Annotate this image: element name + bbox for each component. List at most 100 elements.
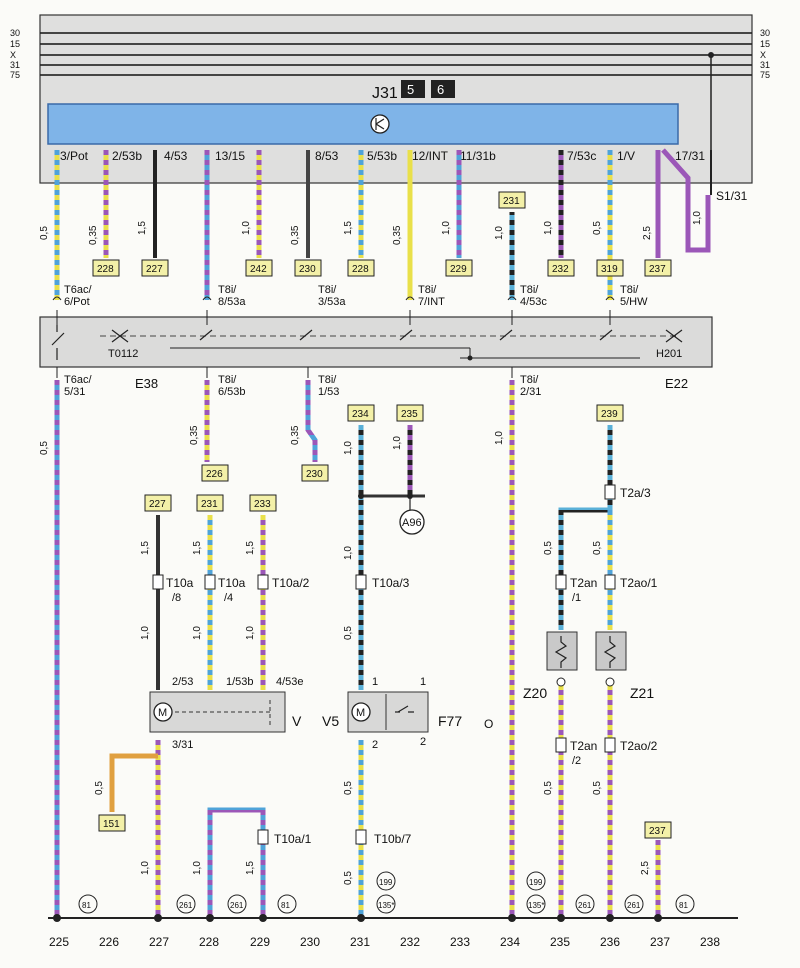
bus-label-l3: X (10, 50, 16, 60)
ref-circle-3: 261 (230, 901, 244, 910)
column-number: 232 (400, 935, 420, 949)
connector-4b: 7/INT (418, 296, 445, 308)
connector-2: T8i/ (218, 284, 237, 296)
gauge-13: 1,0 (692, 211, 703, 225)
connector-8b: 6/53b (218, 386, 246, 398)
v5-pin-2: 2 (372, 739, 378, 751)
motor-pin-3: 4/53e (276, 676, 304, 688)
gauge-15: 0,35 (189, 425, 200, 445)
bus-label-l2: 15 (10, 39, 20, 49)
o-mark: O (484, 717, 493, 731)
column-number: 226 (99, 935, 119, 949)
ref-box-6: 229 (450, 264, 467, 275)
ref-circle-5: 199 (379, 878, 393, 887)
component-f77: F77 (438, 713, 462, 729)
ref-box-17: 231 (201, 499, 218, 510)
bus-label-r5: 75 (760, 70, 770, 80)
f77-pin-1: 1 (420, 676, 426, 688)
component-a96: A96 (402, 517, 422, 529)
ref-box-20: 237 (649, 826, 666, 837)
lamp-right-icon (665, 329, 683, 343)
ref-circle-6: 135* (378, 901, 394, 910)
motor-v5: 1 M 1 2 V5 F77 2 O (322, 676, 493, 751)
pin-label-5: 8/53 (315, 149, 339, 163)
connector-10: T8i/ (520, 374, 539, 386)
ref-box-12: 230 (306, 469, 323, 480)
gauge-12: 2,5 (642, 226, 653, 240)
plug-icon (604, 484, 616, 500)
gauge-5: 0,35 (290, 225, 301, 245)
connector-7b: 5/31 (64, 386, 85, 398)
upper-connectors: T6ac/ 6/Pot T8i/ 8/53a T8i/ 3/53a T8i/ 7… (52, 284, 648, 308)
component-z20: Z20 (523, 685, 547, 701)
pin-label-10: 1/V (617, 149, 635, 163)
upper-gauges: 0,5 0,35 1,5 1,0 0,35 1,5 0,35 1,0 1,0 1… (39, 211, 703, 245)
column-number: 233 (450, 935, 470, 949)
plug-t2: T10a (218, 576, 246, 590)
ref-circle-1: 81 (82, 901, 91, 910)
gauge-14: 0,5 (39, 441, 50, 455)
connector-10b: 2/31 (520, 386, 541, 398)
gauge-22: 1,5 (245, 541, 256, 555)
pin-label-8: 11/31b (460, 149, 496, 163)
ref-box-15: 239 (601, 409, 618, 420)
gauge-33: 1,0 (140, 861, 151, 875)
connector-6: T8i/ (620, 284, 639, 296)
plug-t1b: /8 (172, 592, 181, 604)
ref-box-2: 227 (146, 264, 163, 275)
connector-5b: 4/53c (520, 296, 547, 308)
junction-a96: A96 (358, 493, 425, 535)
pin-label-1: 3/Pot (60, 149, 89, 163)
pin-label-4: 13/15 (215, 149, 245, 163)
gauge-17: 1,0 (343, 441, 354, 455)
plug-t11: T10b/7 (374, 832, 412, 846)
column-numbers: 225 226 227 228 229 230 231 232 233 234 … (49, 935, 720, 949)
ref-box-14: 235 (401, 409, 418, 420)
gauge-2: 0,35 (88, 225, 99, 245)
gauge-25: 1,0 (192, 626, 203, 640)
plug-icon (555, 737, 567, 753)
component-e22: E22 (665, 376, 688, 391)
ground-bus (48, 914, 738, 922)
ref-circle-9: 261 (578, 901, 592, 910)
gauge-3: 1,5 (137, 221, 148, 235)
pin-label-9: 7/53c (567, 149, 596, 163)
connector-5: T8i/ (520, 284, 539, 296)
plug-t6b: /1 (572, 592, 581, 604)
component-v: V (292, 713, 302, 729)
switch-label-left: T0112 (108, 348, 138, 360)
motor-pin-4: 3/31 (172, 739, 193, 751)
plug-t5: T2a/3 (620, 486, 651, 500)
connector-9b: 1/53 (318, 386, 339, 398)
column-number: 238 (700, 935, 720, 949)
column-number: 237 (650, 935, 670, 949)
gauge-4: 1,0 (241, 221, 252, 235)
reference-circles: 81 261 261 81 199 135* 199 135* 261 261 … (78, 871, 695, 914)
gauge-7: 0,35 (392, 225, 403, 245)
switch-label-right: H201 (656, 348, 682, 360)
column-number: 230 (300, 935, 320, 949)
ref-circle-7: 199 (529, 878, 543, 887)
plug-icon (604, 574, 616, 590)
gauge-16: 0,35 (290, 425, 301, 445)
motor-symbol-v5: M (356, 707, 365, 719)
ref-box-8: 232 (552, 264, 569, 275)
motor-v: 2/53 1/53b 4/53e M V 3/31 (149, 676, 304, 751)
plug-t10: T10a/1 (274, 832, 312, 846)
lower-gauges: 0,5 0,35 0,35 1,0 1,0 1,0 1,5 1,5 1,5 1,… (39, 425, 651, 885)
plug-icon (355, 574, 367, 590)
gauge-8: 1,0 (441, 221, 452, 235)
thermal-switch-icon (395, 705, 414, 713)
ref-box-19: 151 (103, 819, 120, 830)
gauge-18: 1,0 (392, 436, 403, 450)
ref-box-1: 228 (97, 264, 114, 275)
heater-element-icon (603, 636, 617, 668)
ref-circle-2: 261 (179, 901, 193, 910)
ref-box-16: 227 (149, 499, 166, 510)
plug-t6: T2an (570, 576, 597, 590)
gauge-11: 0,5 (592, 221, 603, 235)
gauge-9: 1,0 (494, 226, 505, 240)
plug-icon (257, 574, 269, 590)
control-module-j31: J31 5 6 3/Pot 2/53b 4/53 13/15 8/53 5/53… (39, 14, 753, 184)
